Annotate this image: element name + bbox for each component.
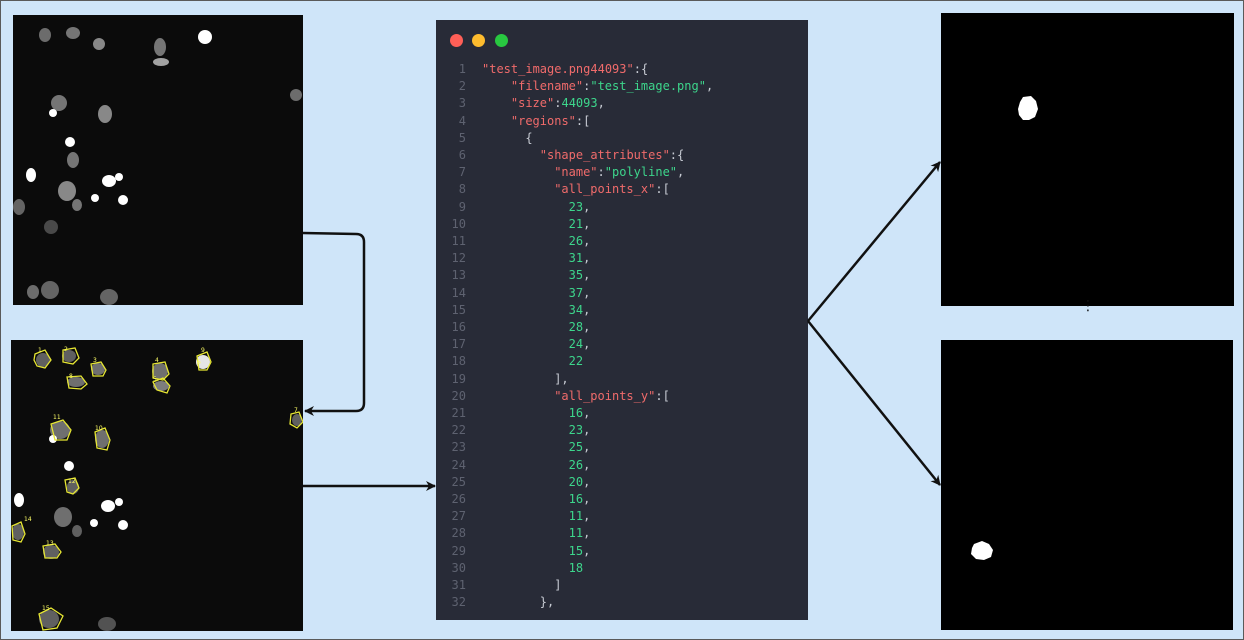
- arrow-raw-to-annotated: [303, 233, 364, 411]
- arrow-json-to-mask-2: [808, 321, 940, 485]
- arrow-json-to-mask-1: [808, 162, 940, 321]
